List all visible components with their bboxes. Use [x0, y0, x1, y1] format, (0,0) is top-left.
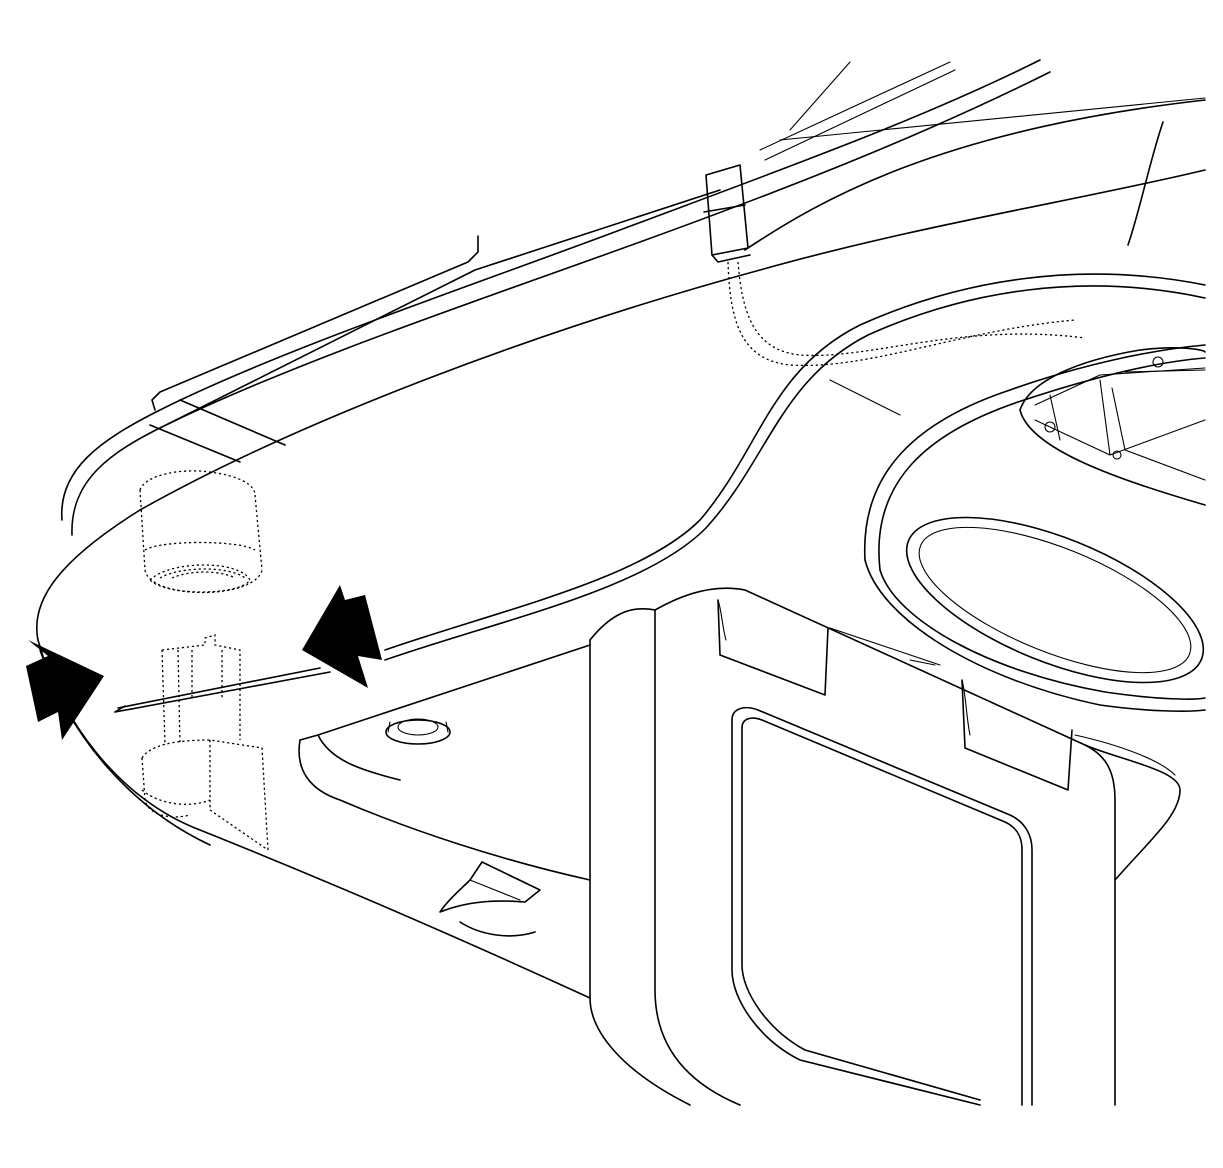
front-face — [37, 639, 591, 999]
console-shell-outline — [36, 59, 1206, 641]
rim-edge — [384, 273, 1206, 661]
left-callout-arrow — [26, 640, 104, 740]
center-callout-arrow — [302, 585, 382, 688]
center-frame — [589, 587, 1181, 1106]
hidden-fastener — [139, 470, 269, 851]
right-dome — [863, 344, 1206, 712]
access-opening — [1019, 347, 1206, 506]
upper-tab — [703, 164, 1086, 367]
